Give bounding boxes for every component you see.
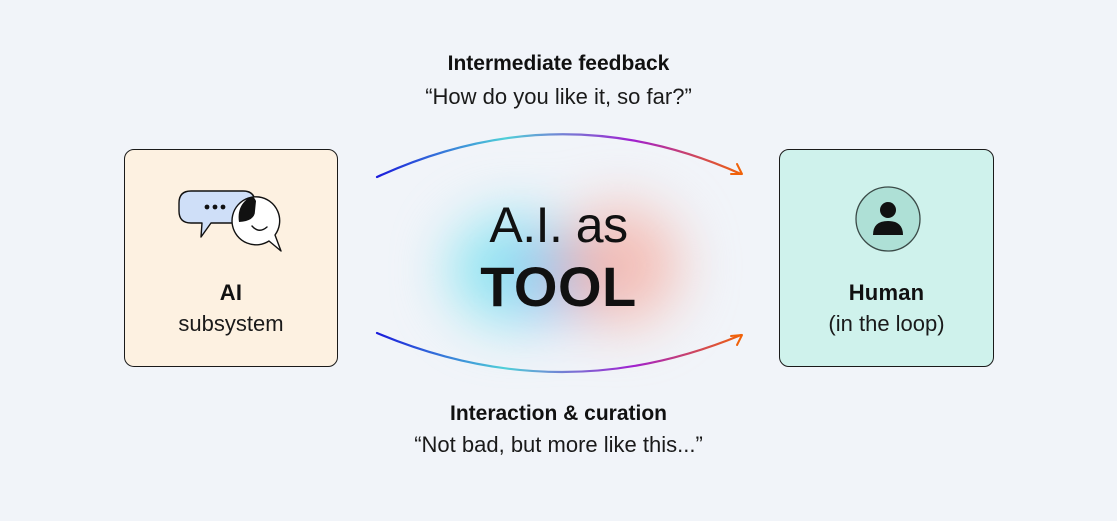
ai-node-subtitle: subsystem [178,311,284,336]
top-arrow [375,133,743,179]
bottom-arrow [375,331,743,374]
human-node-subtitle: (in the loop) [828,311,945,336]
center-title-line1: A.I. as [489,197,628,253]
bottom-arrow-title: Interaction & curation [449,402,668,425]
person-avatar-icon [855,186,921,252]
human-node: Human (in the loop) [779,149,994,367]
ai-subsystem-node: AI subsystem [124,149,338,367]
ai-node-title: AI [219,280,243,305]
human-node-title: Human [848,280,925,305]
bottom-arrow-quote: “Not bad, but more like this...” [414,432,703,457]
center-glow [430,175,690,345]
center-title-line2: TOOL [480,255,637,318]
chat-bubbles-icon [178,190,282,252]
top-arrow-quote: “How do you like it, so far?” [425,84,692,109]
top-arrow-title: Intermediate feedback [447,52,670,75]
